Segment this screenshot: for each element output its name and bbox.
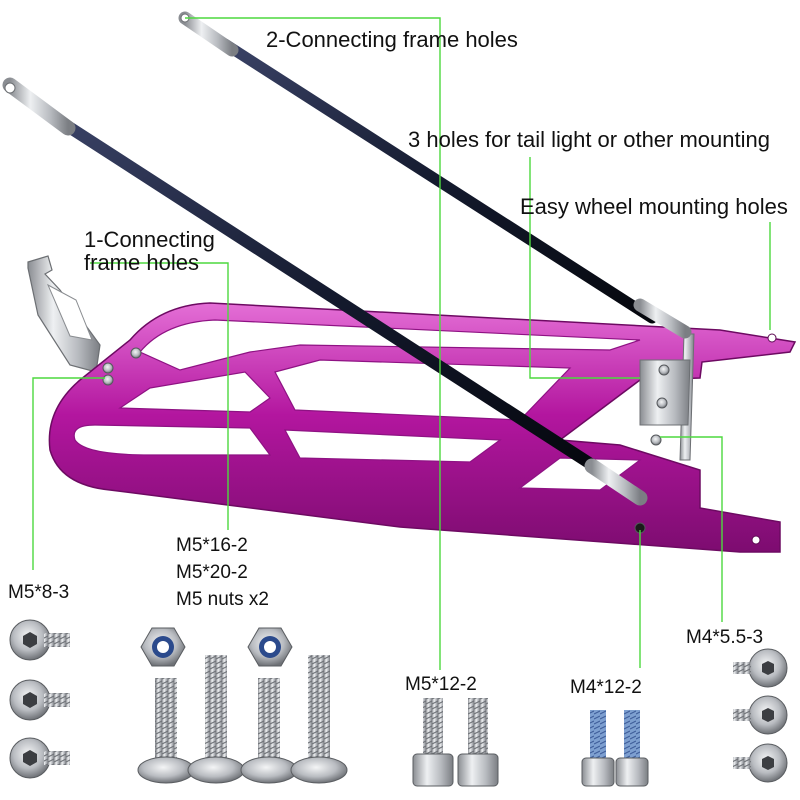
leader-m5-8 [32,377,105,570]
label-connecting-holes-1-line2: frame holes [84,250,199,276]
label-m5-16-2: M5*16-2 [176,535,248,556]
label-connecting-holes-1: 1-Connecting frame holes [62,228,215,274]
label-m5-nuts: M5 nuts x2 [176,589,269,610]
frame-screw [658,364,670,376]
label-m5-20-2: M5*20-2 [176,562,248,583]
m4-5-5-screws [733,648,788,783]
label-tail-light-holes: 3 holes for tail light or other mounting [408,127,770,152]
rack-frame [27,255,797,553]
rod-1-eyelet [4,82,16,94]
rod-1 [49,112,606,476]
rod-2-upper-end [178,11,239,57]
m5-long-bolts [137,655,348,784]
callout-leaders [32,17,771,670]
rod-2-lower-end [633,298,692,339]
m5-12-bolts [412,698,499,787]
label-m4-12-2: M4*12-2 [570,677,642,698]
frame-opening-left [118,371,271,413]
rod-1-upper-end [2,77,76,136]
bracket-cutout [46,283,93,341]
frame-body [48,302,797,553]
frame-opening-lower-left [73,424,272,456]
m4-12-bolts [581,710,649,787]
label-m5-8-3: M5*8-3 [8,582,70,603]
frame-opening-lower-middle [283,429,502,463]
leader-connecting-holes-2 [185,17,441,670]
label-m4-5-5-3: M4*5.5-3 [686,627,764,648]
label-wheel-mounting-holes: Easy wheel mounting holes [520,194,788,219]
frame-screw [650,434,662,446]
frame-hole [751,535,761,545]
label-connecting-holes-2: 2-Connecting frame holes [266,27,518,52]
frame-screw [656,397,668,409]
label-m5-12-2: M5*12-2 [405,674,477,695]
frame-opening-middle [274,359,572,421]
frame-screw [102,362,114,374]
leader-tail-light-holes [529,157,640,379]
m5-8-screws [9,619,70,779]
m5-nuts [140,627,293,667]
wheel-mounting-hole [767,333,777,343]
frame-screw [102,374,114,386]
leader-m4-5-5 [660,436,723,622]
frame-screw [130,347,142,359]
rod-1-lower-end [584,458,648,506]
frame-opening-top [139,319,641,371]
rod-2 [219,38,658,324]
support-rods [2,11,692,506]
tail-light-plate [639,359,691,426]
label-connecting-holes-1-line1: 1-Connecting [84,227,215,252]
leader-connecting-holes-1 [90,262,229,530]
